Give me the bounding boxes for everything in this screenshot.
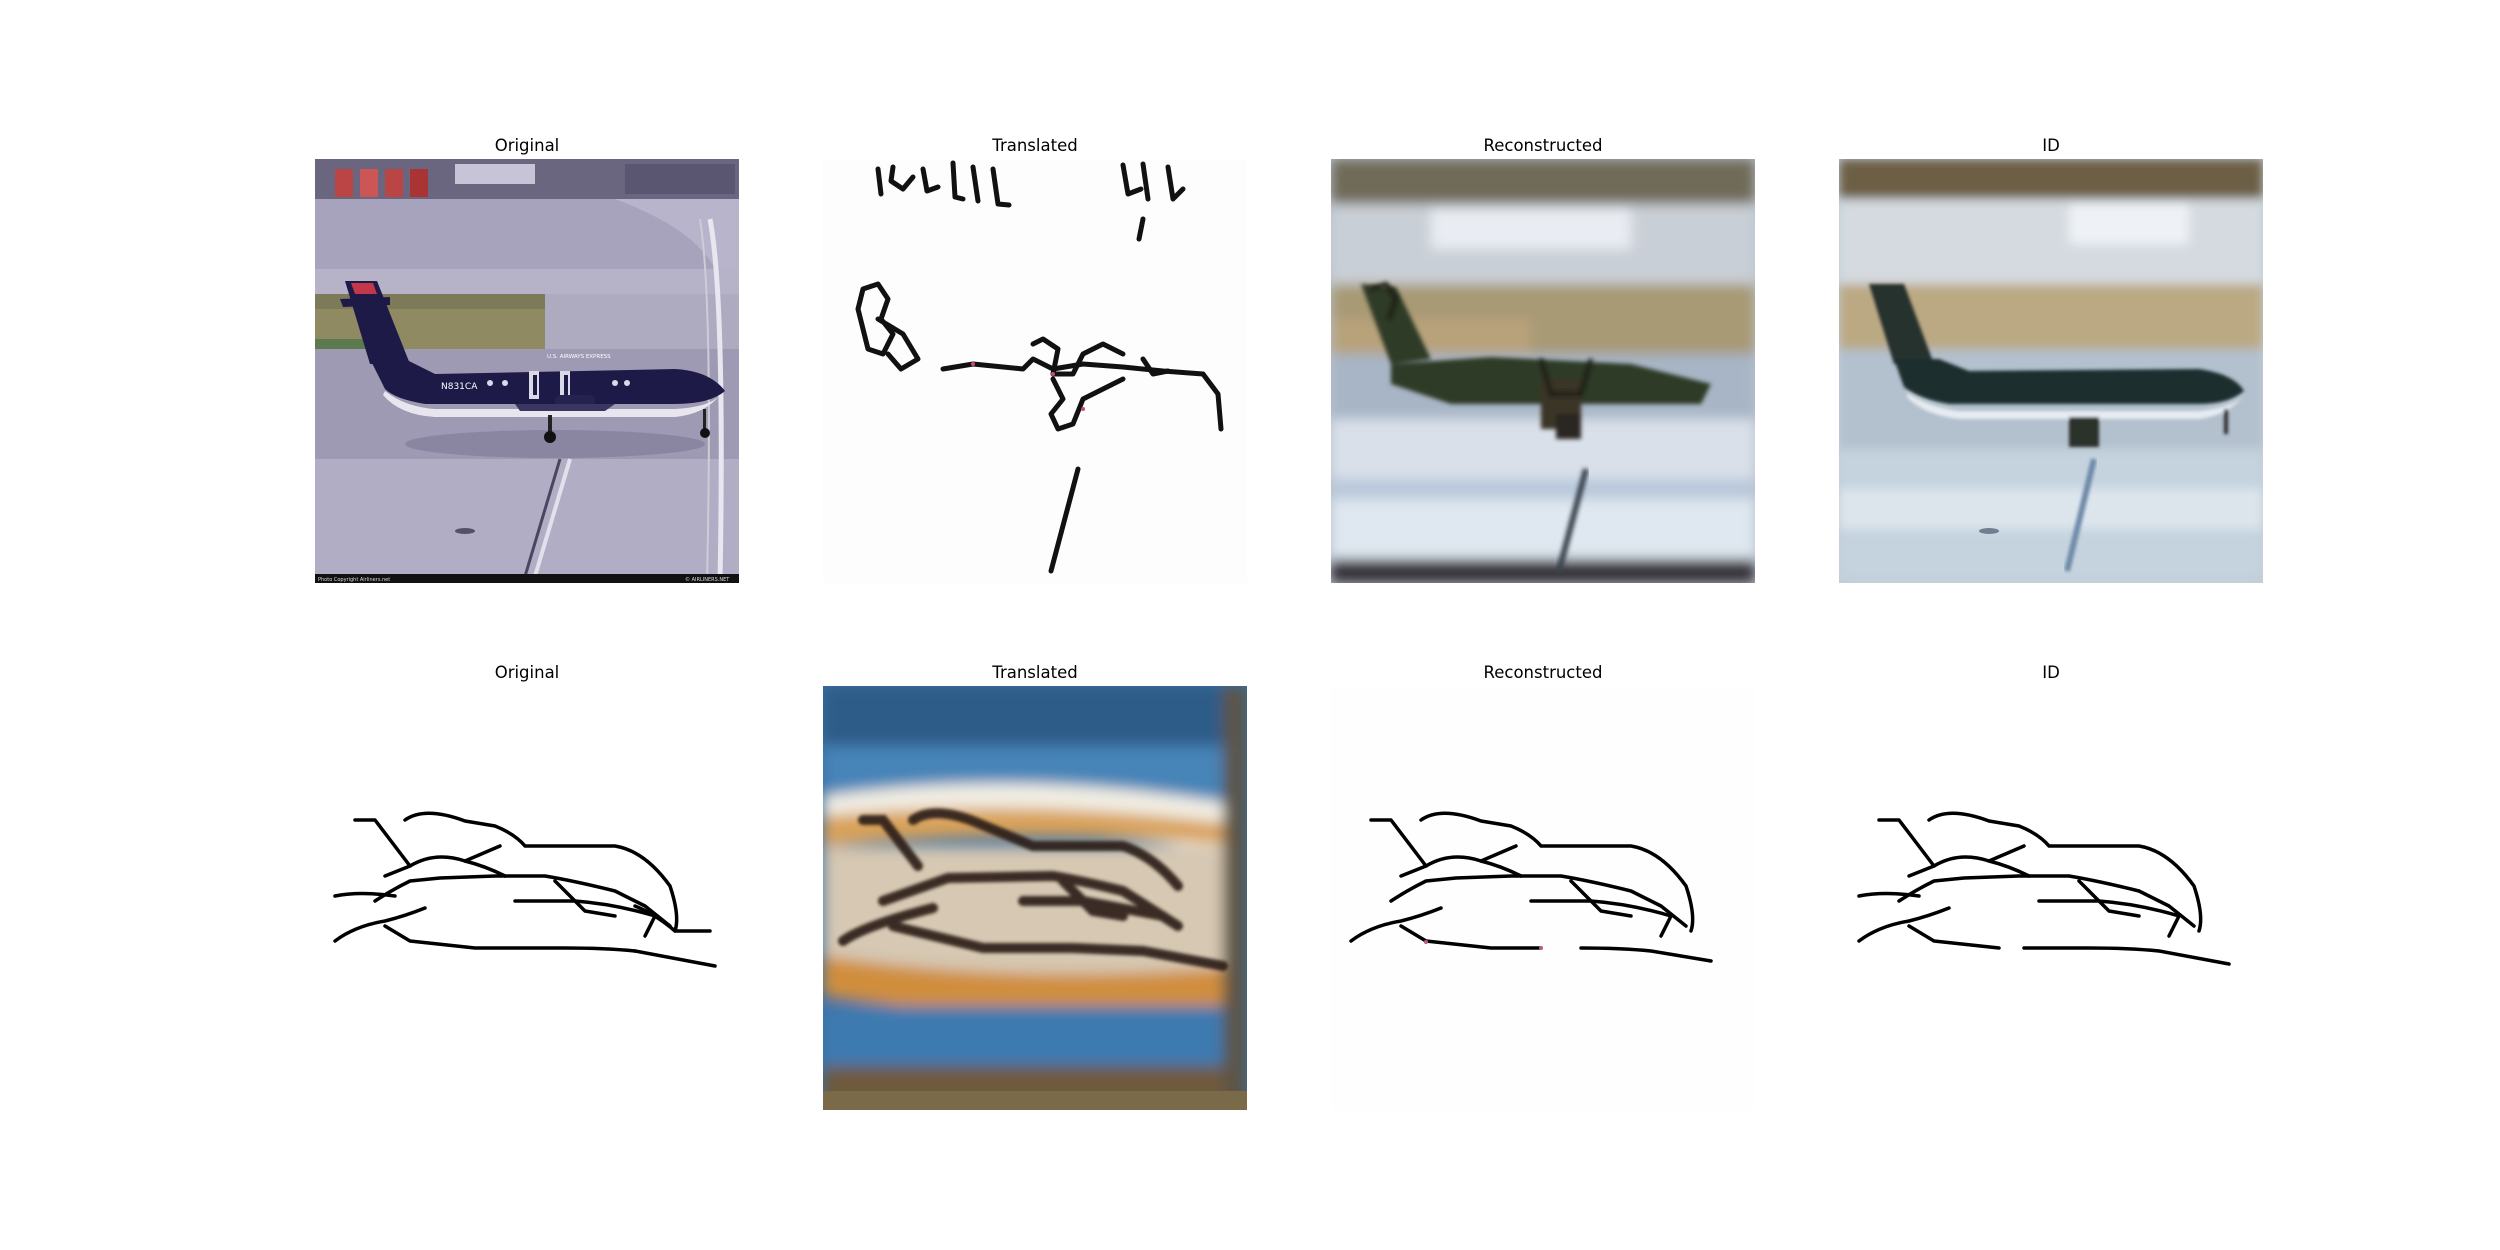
photo-caption-right: © AIRLINERS.NET [685,576,730,583]
translated-photo-image [823,686,1247,1110]
panel-title: Original [494,136,560,155]
original-airplane-photo: N831CA U.S. AIRWAYS EXPRESS Photo Copyri… [315,159,739,583]
panel-title: Reconstructed [1483,136,1603,155]
panel-title: Original [494,663,560,682]
photo-caption-left: Photo Copyright Airliners.net [318,577,390,583]
panel-title: ID [2042,663,2060,682]
panel-title: Reconstructed [1483,663,1603,682]
panel-title: Translated [992,136,1078,155]
panel-title: ID [2042,136,2060,155]
reconstructed-sketch-image [1331,686,1755,1110]
id-airplane-photo [1839,159,2263,583]
reconstructed-airplane-photo [1331,159,1755,583]
id-sketch-image [1839,686,2263,1110]
translated-sketch-image [823,159,1247,583]
fuselage-text: U.S. AIRWAYS EXPRESS [547,354,611,360]
tail-number: N831CA [441,382,478,392]
panel-title: Translated [992,663,1078,682]
original-sketch-image [315,686,739,1110]
